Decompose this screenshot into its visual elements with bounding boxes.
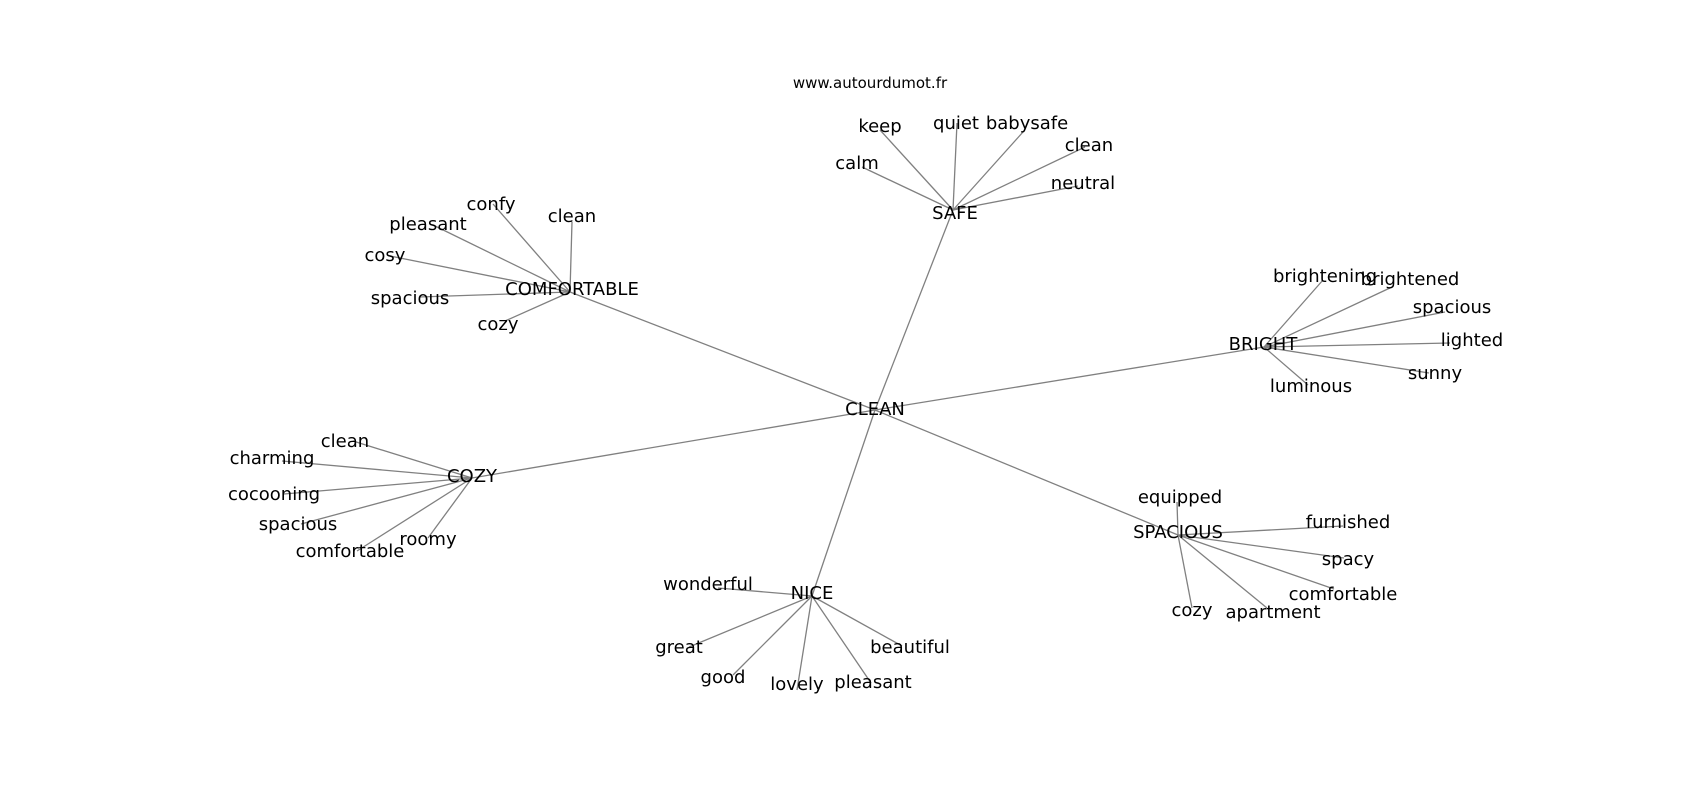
word-node-beautiful: beautiful bbox=[870, 637, 950, 658]
edge-cozy-cocooning bbox=[283, 477, 473, 495]
word-node-clean: clean bbox=[321, 431, 369, 452]
edge-nice-great bbox=[688, 595, 813, 648]
word-node-cozy: cozy bbox=[1171, 600, 1212, 621]
edge-comfortable-spacious bbox=[418, 291, 571, 298]
edge-bright-brightening bbox=[1263, 279, 1324, 348]
edge-nice-beautiful bbox=[811, 595, 903, 647]
edge-cozy-charming bbox=[281, 460, 473, 479]
word-node-furnished: furnished bbox=[1306, 512, 1391, 533]
word-node-apartment: apartment bbox=[1225, 602, 1320, 623]
edge-root-nice bbox=[811, 409, 876, 597]
hub-node-cozy: COZY bbox=[447, 466, 498, 487]
word-node-pleasant: pleasant bbox=[834, 672, 911, 693]
edge-comfortable-confy bbox=[492, 203, 571, 293]
edge-spacious-apartment bbox=[1177, 534, 1268, 609]
edge-spacious-spacy bbox=[1177, 534, 1345, 559]
word-node-lovely: lovely bbox=[770, 674, 824, 695]
edge-root-bright bbox=[874, 346, 1265, 411]
word-node-luminous: luminous bbox=[1270, 376, 1352, 397]
edge-spacious-equipped bbox=[1176, 501, 1179, 536]
word-node-brightening: brightening bbox=[1273, 266, 1377, 287]
graph-labels: www.autourdumot.fr CLEAN SAFE keep quiet bab… bbox=[228, 74, 1503, 695]
hub-node-nice: NICE bbox=[791, 583, 834, 604]
edge-safe-clean bbox=[952, 146, 1086, 211]
word-node-spacious: spacious bbox=[371, 288, 450, 309]
word-node-cocooning: cocooning bbox=[228, 484, 320, 505]
word-node-babysafe: babysafe bbox=[986, 113, 1068, 134]
edge-safe-keep bbox=[879, 129, 954, 211]
edge-root-cozy bbox=[471, 409, 876, 479]
word-node-cozy: cozy bbox=[477, 314, 518, 335]
word-node-spacious: spacious bbox=[1413, 297, 1492, 318]
word-node-comfortable: comfortable bbox=[296, 541, 405, 562]
word-node-wonderful: wonderful bbox=[663, 574, 753, 595]
word-node-equipped: equipped bbox=[1138, 487, 1222, 508]
edge-safe-calm bbox=[861, 166, 954, 211]
word-node-keep: keep bbox=[858, 116, 901, 137]
edge-bright-luminous bbox=[1263, 346, 1309, 386]
hub-node-bright: BRIGHT bbox=[1229, 334, 1299, 355]
edge-safe-quiet bbox=[952, 122, 958, 211]
edge-bright-brightened bbox=[1263, 286, 1393, 348]
edge-comfortable-clean bbox=[569, 221, 573, 293]
edge-root-spacious bbox=[874, 409, 1179, 536]
word-node-brightened: brightened bbox=[1361, 269, 1460, 290]
word-node-spacy: spacy bbox=[1322, 549, 1375, 570]
edge-bright-lighted bbox=[1263, 342, 1451, 348]
edge-cozy-clean bbox=[352, 440, 473, 479]
edge-nice-wonderful bbox=[717, 587, 813, 597]
hub-node-safe: SAFE bbox=[932, 203, 978, 224]
word-node-quiet: quiet bbox=[933, 113, 979, 134]
word-node-cosy: cosy bbox=[365, 245, 406, 266]
site-label: www.autourdumot.fr bbox=[793, 74, 948, 92]
graph-edges bbox=[281, 122, 1451, 691]
word-node-pleasant: pleasant bbox=[389, 214, 466, 235]
word-node-clean: clean bbox=[548, 206, 596, 227]
edge-bright-sunny bbox=[1263, 346, 1430, 374]
edge-nice-lovely bbox=[796, 595, 813, 691]
word-node-clean: clean bbox=[1065, 135, 1113, 156]
word-node-charming: charming bbox=[230, 448, 315, 469]
word-node-confy: confy bbox=[467, 194, 516, 215]
edge-safe-babysafe bbox=[952, 131, 1024, 211]
edge-spacious-comfortable bbox=[1177, 534, 1335, 590]
word-node-great: great bbox=[655, 637, 703, 658]
edge-root-comfortable bbox=[569, 291, 876, 411]
edge-comfortable-pleasant bbox=[432, 224, 571, 293]
edge-nice-good bbox=[732, 595, 813, 676]
word-node-good: good bbox=[701, 667, 746, 688]
edge-bright-spacious bbox=[1263, 311, 1446, 348]
edge-comfortable-cozy bbox=[504, 291, 571, 322]
word-node-neutral: neutral bbox=[1051, 173, 1115, 194]
word-node-calm: calm bbox=[835, 153, 878, 174]
hub-node-comfortable: COMFORTABLE bbox=[505, 279, 639, 300]
edge-comfortable-cosy bbox=[389, 255, 571, 293]
root-node-label: CLEAN bbox=[845, 399, 905, 420]
edge-nice-pleasant bbox=[811, 595, 872, 684]
word-node-comfortable: comfortable bbox=[1289, 584, 1398, 605]
edge-safe-neutral bbox=[952, 185, 1079, 211]
hub-node-spacious: SPACIOUS bbox=[1133, 522, 1223, 543]
word-node-lighted: lighted bbox=[1441, 330, 1503, 351]
word-node-sunny: sunny bbox=[1408, 363, 1463, 384]
edge-spacious-furnished bbox=[1177, 525, 1344, 536]
edge-cozy-comfortable bbox=[356, 477, 473, 552]
word-node-spacious: spacious bbox=[259, 514, 338, 535]
edge-cozy-spacious bbox=[300, 477, 473, 525]
edge-spacious-cozy bbox=[1177, 534, 1193, 609]
edge-cozy-roomy bbox=[427, 477, 473, 539]
word-node-roomy: roomy bbox=[399, 529, 457, 550]
edge-root-safe bbox=[874, 209, 954, 411]
